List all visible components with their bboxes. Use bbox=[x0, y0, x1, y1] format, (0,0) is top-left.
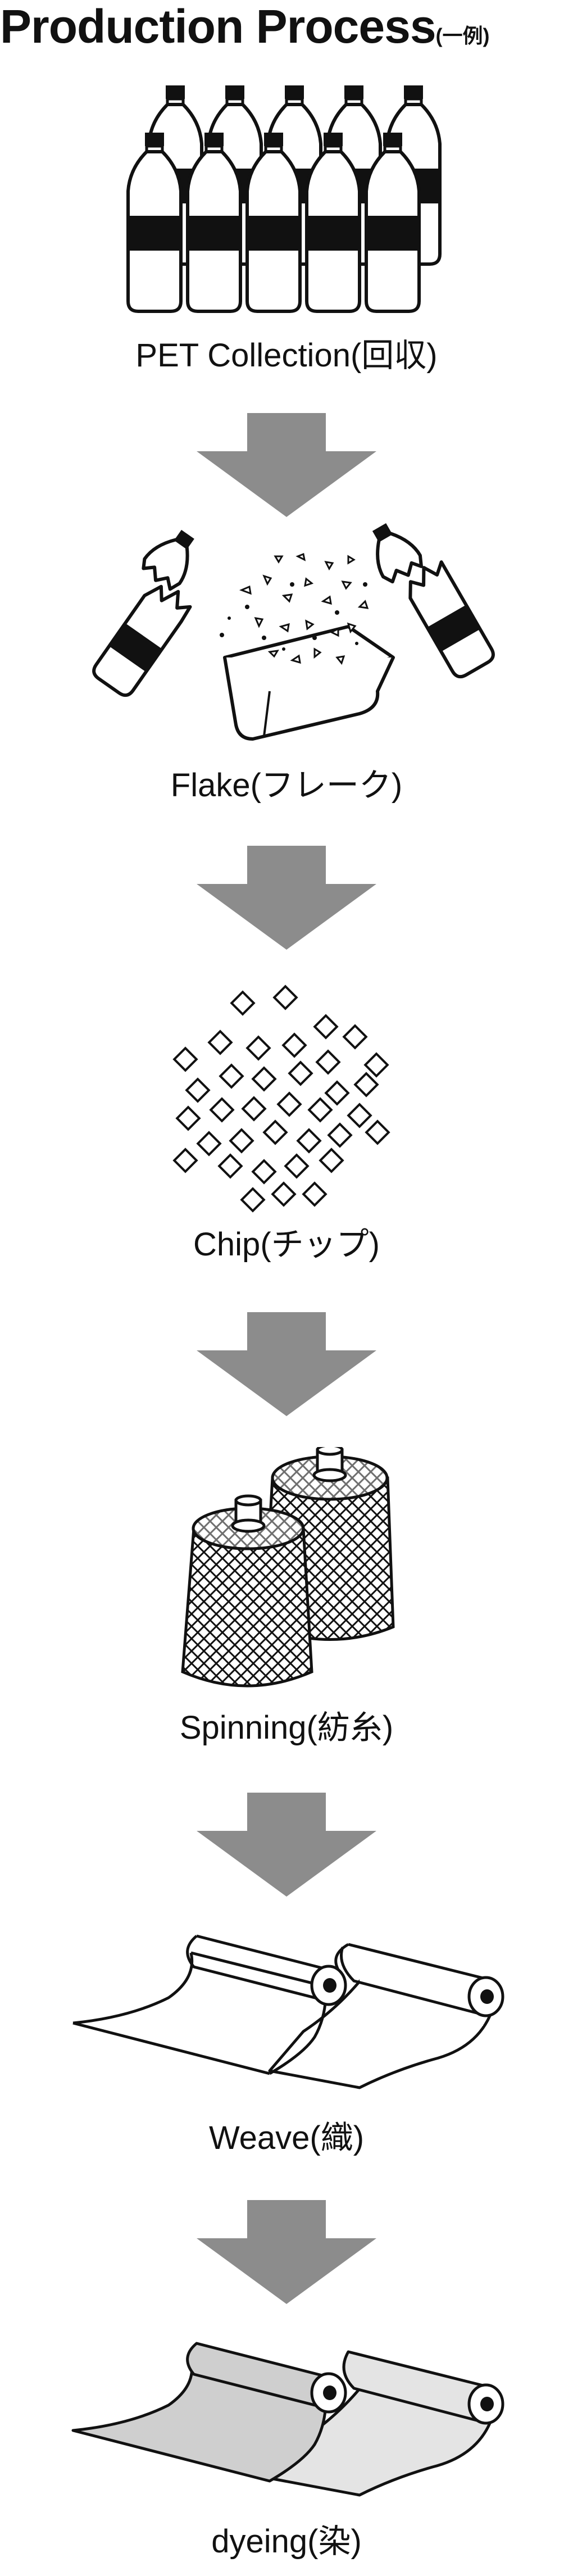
chip-icon bbox=[173, 985, 390, 1212]
page-title: Production Process(一例) bbox=[0, 0, 573, 53]
page-title-main: Production Process bbox=[0, 0, 436, 53]
yarn-spool-icon bbox=[181, 1447, 395, 1688]
step-label-flake: Flake(フレーク) bbox=[170, 767, 403, 804]
step-label-dyeing: dyeing(染) bbox=[211, 2523, 362, 2560]
down-arrow-icon bbox=[197, 1312, 376, 1416]
flake-icon bbox=[92, 523, 495, 741]
step-label-pet-collection: PET Collection(回収) bbox=[135, 337, 438, 374]
step-label-chip: Chip(チップ) bbox=[193, 1226, 380, 1263]
page-title-sub: (一例) bbox=[435, 24, 490, 47]
dyed-fabric-roll-icon bbox=[71, 2342, 504, 2497]
step-label-weave: Weave(織) bbox=[208, 2120, 365, 2156]
down-arrow-icon bbox=[197, 1793, 376, 1897]
down-arrow-icon bbox=[197, 413, 376, 517]
down-arrow-icon bbox=[197, 2200, 376, 2304]
down-arrow-icon bbox=[197, 846, 376, 950]
pet-bottles-icon bbox=[0, 79, 573, 315]
fabric-roll-icon bbox=[67, 1934, 504, 2089]
step-label-spinning: Spinning(紡糸) bbox=[179, 1709, 394, 1746]
